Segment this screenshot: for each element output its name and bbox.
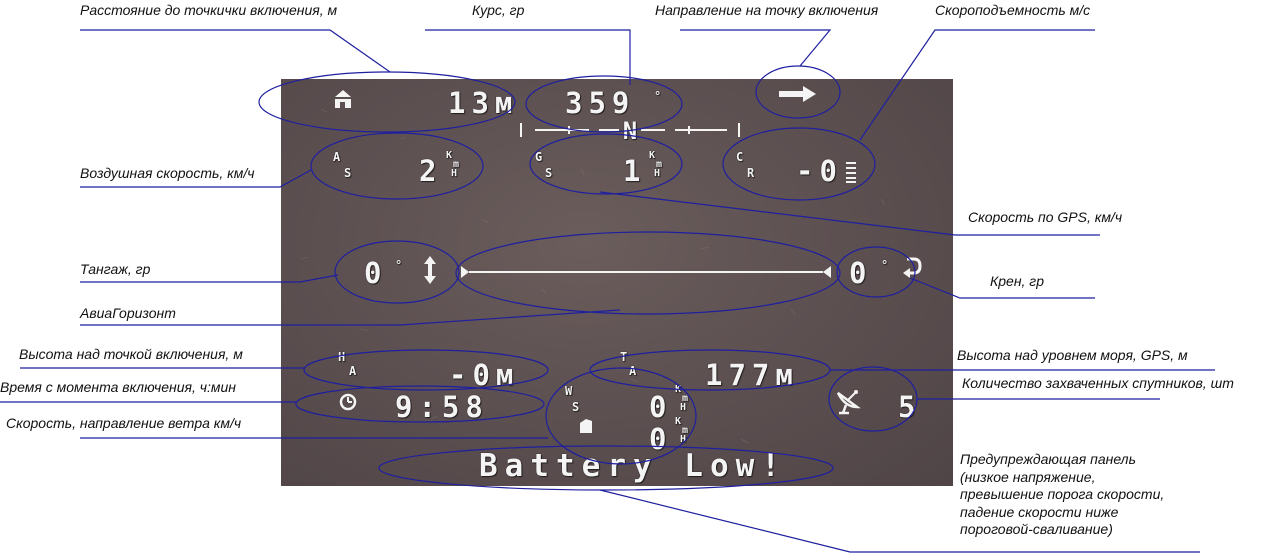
- satellite-dish-icon: [833, 385, 863, 418]
- annotation-horizon: АвиаГоризонт: [80, 305, 176, 321]
- wind-speed-unit-k: K: [675, 384, 682, 395]
- climb-label-bottom: R: [747, 166, 755, 180]
- pitch-arrow-icon: [423, 255, 437, 288]
- sea-alt-label-bottom: A: [629, 364, 637, 378]
- sea-altitude-value: 177м: [705, 358, 799, 392]
- compass-scale: N: [520, 117, 740, 143]
- right-arrow-icon: [776, 83, 820, 108]
- gps-speed-unit-k: K: [649, 150, 656, 161]
- home-altitude-value: -0м: [449, 358, 520, 392]
- annotation-pitch: Тангаж, гр: [80, 261, 151, 277]
- osd-screen: 13м 359 ° N A S 2 K m H G S 1 K m H C R …: [281, 79, 953, 486]
- airspeed-unit-k: K: [446, 150, 453, 161]
- roll-degree: °: [881, 258, 889, 272]
- svg-text:N: N: [623, 117, 637, 143]
- distance-home-value: 13м: [448, 86, 519, 120]
- annotation-sea-altitude: Высота над уровнем моря, GPS, м: [957, 347, 1188, 363]
- annotation-airspeed: Воздушная скорость, км/ч: [80, 165, 255, 181]
- home-alt-label-bottom: A: [349, 364, 357, 378]
- annotation-home-altitude: Высота над точкой включения, м: [19, 346, 243, 362]
- annotation-climb-rate: Скороподъемность м/с: [935, 2, 1091, 18]
- pitch-degree: °: [395, 258, 403, 272]
- wind-label-top: W: [565, 384, 573, 398]
- roll-value: 0: [849, 256, 873, 290]
- warning-text: Battery Low!: [479, 448, 787, 484]
- home-direction-leader: [680, 29, 832, 67]
- annotation-wind: Скорость, направление ветра км/ч: [6, 415, 242, 431]
- airspeed-label-top: A: [333, 150, 341, 164]
- satellites-value: 5: [898, 390, 922, 424]
- annotation-satellites: Количество захваченных спутников, шт: [962, 375, 1234, 391]
- course-leader: [425, 29, 631, 85]
- climb-label-top: C: [736, 150, 744, 164]
- annotation-roll: Крен, гр: [990, 273, 1044, 289]
- annotation-home-direction: Направление на точку включения: [655, 2, 879, 18]
- home-icon: [332, 88, 354, 113]
- airspeed-unit-h: H: [451, 168, 458, 179]
- pitch-value: 0: [364, 256, 388, 290]
- annotation-flight-time: Время с момента включения, ч:мин: [0, 379, 236, 395]
- airspeed-value: 2: [419, 154, 443, 188]
- gps-speed-value: 1: [623, 154, 647, 188]
- wind-direction-icon: [577, 417, 595, 438]
- distance-leader: [80, 29, 391, 73]
- airspeed-label-bottom: S: [344, 166, 352, 180]
- annotation-gps-speed: Скорость по GPS, км/ч: [968, 209, 1123, 225]
- wind-dir-unit-k: K: [675, 416, 682, 427]
- climb-unit-icon: [845, 160, 857, 187]
- wind-dir-unit-h: H: [680, 434, 687, 445]
- annotation-warning-panel: Предупреждающая панель (низкое напряжени…: [960, 451, 1165, 537]
- wind-speed-unit-h: H: [680, 402, 687, 413]
- heading-degree: °: [654, 89, 662, 103]
- wind-label-bottom: S: [572, 400, 580, 414]
- sea-alt-label-top: T: [620, 350, 628, 364]
- flight-time-value: 9:58: [395, 390, 489, 424]
- gps-speed-label-bottom: S: [545, 166, 553, 180]
- annotation-distance-home: Расстояние до точкички включения, м: [80, 2, 338, 18]
- gps-speed-unit-h: H: [654, 168, 661, 179]
- roll-arrow-icon: [901, 255, 923, 284]
- annotation-course: Курс, гр: [472, 2, 525, 18]
- gps-speed-label-top: G: [535, 150, 543, 164]
- climb-rate-value: -0: [796, 154, 843, 188]
- artificial-horizon: [461, 266, 831, 278]
- clock-icon: [339, 393, 357, 414]
- home-alt-label-top: H: [338, 350, 346, 364]
- wind-speed-value: 0: [649, 390, 673, 424]
